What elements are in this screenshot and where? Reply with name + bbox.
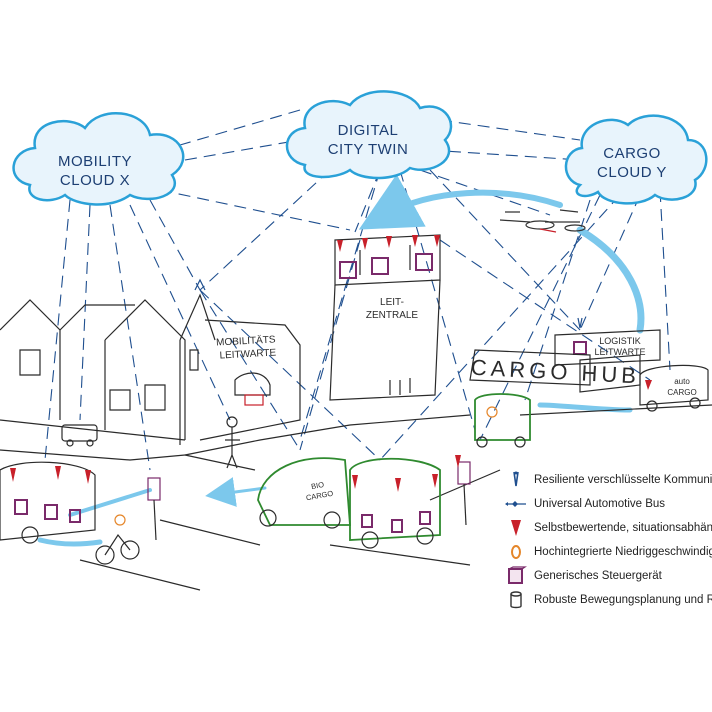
legend-item: Selbstbewertende, situationsabhängige Se…: [504, 516, 712, 540]
delivery-van: [349, 457, 441, 549]
legend-item: Resiliente verschlüsselte Kommunikation: [504, 468, 712, 492]
bio-cargo-line2: CARGO: [305, 489, 334, 503]
legend-label: Selbstbewertende, situationsabhängige Se…: [534, 522, 712, 534]
auto-cargo-vehicle: [639, 364, 709, 412]
digital-twin-line1: DIGITAL: [338, 122, 399, 139]
central-control-line2: ZENTRALE: [366, 310, 419, 321]
legend-item: Universal Automotive Bus: [504, 492, 712, 516]
central-control-tower: [329, 234, 441, 401]
left-car: [0, 461, 96, 544]
legend-item: Generisches Steuergerät: [504, 564, 712, 588]
mobility-cloud: MOBILITY CLOUD X: [12, 112, 185, 206]
antenna-icon: [504, 470, 528, 490]
small-shuttle: [61, 424, 98, 447]
mobility-cloud-line2: CLOUD X: [60, 172, 130, 189]
legend-label: Resiliente verschlüsselte Kommunikation: [534, 474, 712, 486]
cyclist: [95, 514, 140, 565]
tower-sensors: [337, 235, 440, 252]
flow-arrows: [37, 174, 645, 547]
mobility-control-building: [179, 278, 301, 445]
mobility-control-line2: LEITWARTE: [219, 348, 277, 362]
cylinder-icon: [504, 590, 528, 610]
legend: Resiliente verschlüsselte Kommunikation …: [504, 468, 712, 612]
cargo-hub-label: CARGO HUB: [470, 355, 640, 389]
bus-link-icon: [504, 494, 528, 514]
central-control-line1: LEIT-: [380, 297, 404, 308]
logistics-control-line2: LEITWARTE: [594, 347, 645, 357]
ecu-box-icon: [504, 566, 528, 586]
cargo-bike: [474, 393, 531, 448]
mobility-control-line1: MOBILITÄTS: [216, 333, 276, 348]
bio-cargo-vehicle: [257, 457, 351, 529]
streets: [0, 404, 712, 591]
legend-label: Universal Automotive Bus: [534, 498, 666, 510]
drones: [499, 209, 586, 233]
left-car-sensors: [10, 466, 91, 484]
digital-twin-cloud: DIGITAL CITY TWIN: [285, 90, 453, 180]
mobility-cloud-line1: MOBILITY: [58, 153, 132, 170]
legend-item: Robuste Bewegungsplanung und Regelung: [504, 588, 712, 612]
legend-label: Hochintegrierte Niedriggeschwindigkeits-…: [534, 546, 712, 558]
van-sensors: [352, 474, 438, 492]
legend-item: Hochintegrierte Niedriggeschwindigkeits-…: [504, 540, 712, 564]
red-warning-icon: [504, 518, 528, 538]
orange-sensor-icon: [504, 542, 528, 562]
cargo-cloud-line1: CARGO: [603, 145, 661, 162]
left-houses: [0, 299, 186, 441]
bio-cargo-line1: BIO: [310, 480, 324, 491]
legend-label: Generisches Steuergerät: [534, 570, 662, 582]
traffic-lights: [147, 455, 471, 541]
legend-label: Robuste Bewegungsplanung und Regelung: [534, 594, 712, 606]
auto-cargo-line1: auto: [674, 377, 690, 386]
pedestrian: [225, 416, 240, 469]
logistics-control-line1: LOGISTIK: [599, 336, 641, 346]
digital-twin-line2: CITY TWIN: [328, 141, 409, 158]
cargo-cloud-line2: CLOUD Y: [597, 164, 667, 181]
cargo-cloud: CARGO CLOUD Y: [564, 114, 708, 205]
auto-cargo-line2: CARGO: [667, 388, 696, 397]
